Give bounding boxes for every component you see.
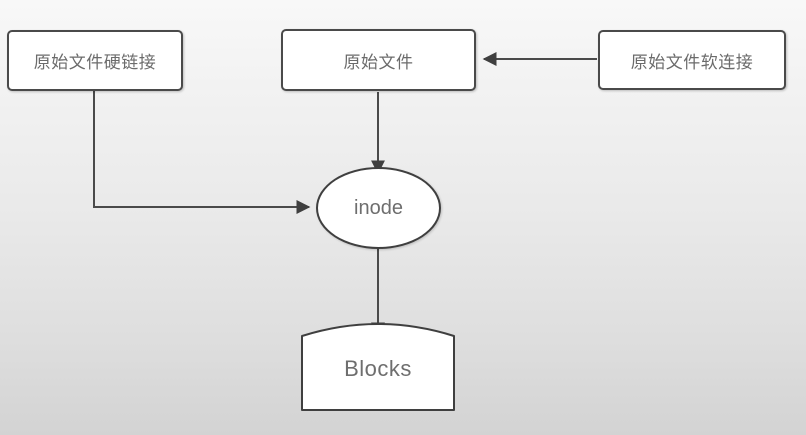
connector-hardlink-to-inode [93, 91, 311, 214]
node-original-file-label: 原始文件 [343, 52, 414, 72]
node-hardlink-label: 原始文件硬链接 [33, 53, 157, 72]
node-softlink-label: 原始文件软连接 [630, 52, 754, 72]
node-blocks-shape [301, 323, 455, 411]
node-blocks[interactable]: Blocks [299, 317, 457, 413]
node-inode[interactable]: inode [316, 167, 441, 249]
node-inode-label: inode [354, 196, 403, 219]
node-softlink[interactable]: 原始文件软连接 [598, 30, 786, 90]
node-blocks-label: Blocks [344, 356, 412, 381]
node-original-file[interactable]: 原始文件 [281, 29, 476, 91]
node-hardlink[interactable]: 原始文件硬链接 [7, 30, 183, 91]
